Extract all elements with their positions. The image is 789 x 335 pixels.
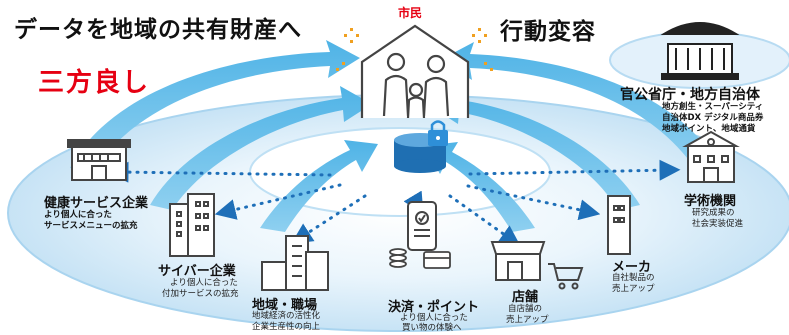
maker-title: メーカ [612, 260, 652, 275]
region-line-2: 企業生産性の向上 [252, 322, 321, 332]
sparkle-icon [342, 62, 345, 65]
lock-icon [428, 120, 448, 146]
connector-region [291, 194, 367, 244]
arrow-left-short [260, 140, 378, 232]
cyber-company-building-icon [169, 193, 215, 257]
sparkle-icon [336, 68, 339, 71]
person-child-body [406, 96, 426, 119]
health-line-2: サービスメニューの拡充 [44, 221, 138, 231]
store-line-2: 売上アップ [506, 315, 549, 325]
academic-line-1: 研究成果の [692, 208, 735, 218]
person-adult-left-body [382, 74, 410, 117]
government-line-3: 地域ポイント、地域通貨 [662, 124, 756, 134]
connector-cyber [214, 183, 342, 220]
dotted-connectors [107, 159, 681, 247]
citizen-label: 市民 [398, 6, 423, 20]
health-title: 健康サービス企業 [44, 196, 149, 211]
arrow-right-short [424, 142, 535, 232]
store-icon [490, 241, 546, 281]
sparkle-icon [484, 62, 487, 65]
shopping-cart-icon [548, 263, 584, 290]
payment-line-1: より個人に合った [400, 313, 468, 323]
region-line-1: 地域経済の活性化 [252, 311, 321, 321]
connector-maker [466, 184, 601, 221]
maker-building-icon [607, 195, 631, 255]
maker-line-1: 自社製品の [612, 273, 655, 283]
health-line-1: より個人に合った [44, 210, 112, 220]
government-line-2: 自治体DX デジタル商品券 [662, 113, 764, 123]
coins-icon [389, 248, 407, 268]
citizen-house-icon [360, 24, 470, 119]
left-title: データを地域の共有財産へ [14, 17, 302, 43]
connector-academic [468, 159, 681, 181]
government-building-icon [660, 22, 740, 80]
cyber-line-2: 付加サービスの拡充 [162, 289, 239, 299]
government-line-1: 地方創生・スーパーシティ [662, 102, 764, 112]
person-adult-right-body [422, 76, 450, 117]
person-child-head [408, 82, 424, 98]
right-title: 行動変容 [500, 19, 596, 45]
academic-title: 学術機関 [684, 194, 737, 209]
store-line-1: 自店舗の [508, 304, 543, 314]
sparkle-icon [356, 34, 359, 37]
sparkle-icon [344, 34, 347, 37]
payment-line-2: 買い物の体験へ [402, 323, 462, 333]
cyber-line-1: より個人に合った [170, 278, 238, 288]
payment-title: 決済・ポイント [388, 300, 480, 315]
academic-line-2: 社会実装促進 [692, 219, 744, 229]
sparkle-icon [472, 34, 475, 37]
sparkle-icon [478, 28, 481, 31]
credit-card-icon [423, 251, 451, 269]
sparkle-icons [336, 28, 493, 71]
connector-health [107, 161, 332, 183]
region-title: 地域・職場 [252, 298, 318, 313]
person-adult-left-head [386, 52, 406, 72]
store-title: 店舗 [512, 290, 539, 305]
maker-line-2: 売上アップ [612, 284, 655, 294]
slogan: 三方良し [38, 68, 151, 98]
health-company-building-icon [67, 139, 131, 181]
region-workplace-icon [261, 235, 329, 291]
connector-payment [403, 190, 424, 215]
government-title: 官公省庁・地方自治体 [620, 87, 760, 103]
sparkle-icon [350, 40, 353, 43]
payment-smartphone-icon [407, 201, 437, 251]
data-store-icon [394, 133, 446, 173]
academic-building-icon [682, 130, 740, 183]
sparkle-icon [350, 28, 353, 31]
sparkle-icon [478, 40, 481, 43]
sparkle-icon [484, 34, 487, 37]
sparkle-icon [490, 68, 493, 71]
cyber-title: サイバー企業 [158, 264, 236, 279]
connector-store [448, 194, 521, 247]
arrow-left-inner [150, 86, 372, 210]
person-adult-right-head [426, 54, 446, 74]
